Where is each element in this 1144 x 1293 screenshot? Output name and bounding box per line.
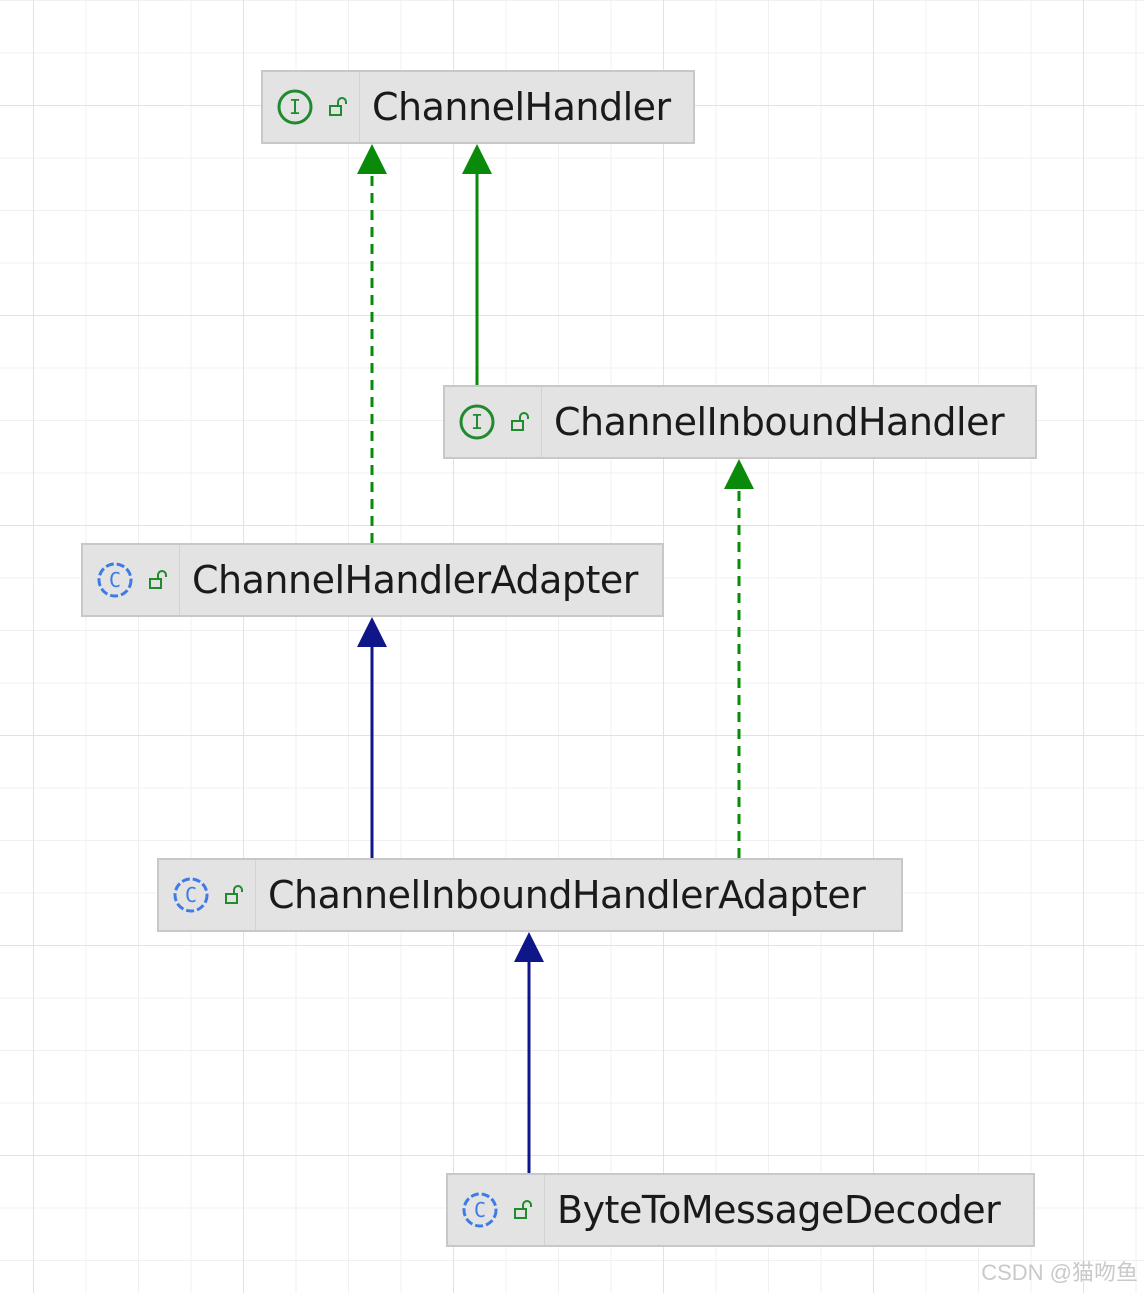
class-icon: C (97, 562, 133, 598)
node-label: ChannelHandlerAdapter (192, 558, 638, 602)
node-channel-inbound-handler-adapter[interactable]: C ChannelInboundHandlerAdapter (157, 858, 903, 932)
unlock-icon (514, 1200, 532, 1219)
node-channel-handler-adapter[interactable]: C ChannelHandlerAdapter (81, 543, 664, 617)
arrowhead-channel-inbound-handler-adapter-to-channel-handler-adapter (357, 617, 387, 647)
node-channel-inbound-handler[interactable]: I ChannelInboundHandler (443, 385, 1037, 459)
class-icon: C (462, 1192, 498, 1228)
unlock-icon (511, 412, 529, 431)
node-icons: C (159, 860, 256, 930)
node-label: ByteToMessageDecoder (557, 1188, 1001, 1232)
interface-icon: I (459, 404, 495, 440)
interface-icon: I (277, 89, 313, 125)
class-icon: C (173, 877, 209, 913)
arrowhead-channel-handler-adapter-to-channel-handler (357, 144, 387, 174)
node-label: ChannelHandler (372, 85, 671, 129)
node-label: ChannelInboundHandlerAdapter (268, 873, 866, 917)
svg-text:C: C (109, 568, 121, 592)
svg-text:C: C (185, 883, 197, 907)
svg-text:I: I (289, 95, 301, 119)
node-label: ChannelInboundHandler (554, 400, 1005, 444)
arrowhead-channel-inbound-handler-to-channel-handler (462, 144, 492, 174)
arrowhead-byte-to-message-decoder-to-channel-inbound-handler-adapter (514, 932, 544, 962)
node-icons: C (83, 545, 180, 615)
node-channel-handler[interactable]: I ChannelHandler (261, 70, 695, 144)
node-byte-to-message-decoder[interactable]: C ByteToMessageDecoder (446, 1173, 1035, 1247)
unlock-icon (225, 885, 243, 904)
unlock-icon (329, 97, 347, 116)
node-icons: I (445, 387, 542, 457)
watermark: CSDN @猫吻鱼 (981, 1260, 1138, 1285)
node-icons: I (263, 72, 360, 142)
node-icons: C (448, 1175, 545, 1245)
svg-text:I: I (471, 410, 483, 434)
svg-text:C: C (474, 1198, 486, 1222)
arrowhead-channel-inbound-handler-adapter-to-channel-inbound-handler (724, 459, 754, 489)
unlock-icon (149, 570, 167, 589)
